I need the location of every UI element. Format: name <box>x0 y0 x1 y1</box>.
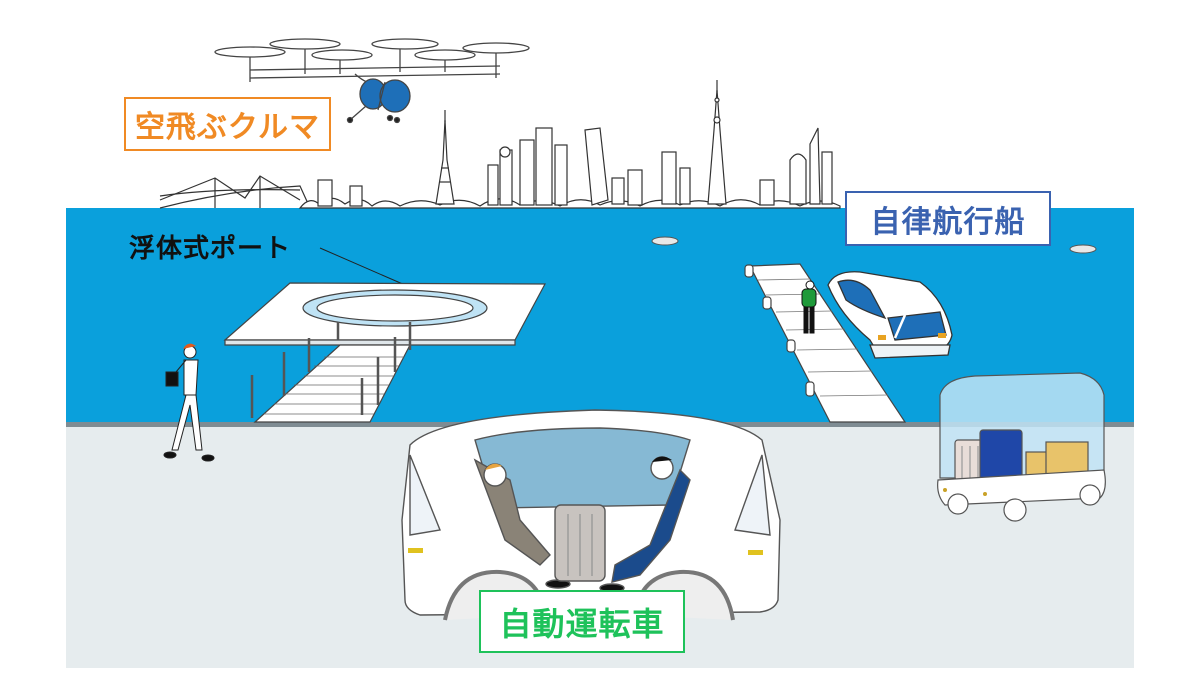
autonomous-car-label: 自動運転車 <box>479 590 685 653</box>
autonomous-ship-icon <box>827 271 953 359</box>
floating-port-label: 浮体式ポート <box>129 234 292 264</box>
autonomous-car-icon <box>401 409 781 621</box>
person-green-jacket-icon <box>801 280 817 334</box>
autonomous-ship-label: 自律航行船 <box>845 191 1051 246</box>
flying-car-drone-icon <box>214 38 530 124</box>
flying-car-label: 空飛ぶクルマ <box>124 97 331 151</box>
luggage-cart-robot-icon <box>937 372 1106 522</box>
tokyo-tower-icon <box>435 110 455 205</box>
rainbow-bridge-icon <box>159 175 311 209</box>
floating-port-platform-icon <box>223 282 547 423</box>
pier-walkway-icon <box>744 263 907 423</box>
distant-boat-icon <box>651 236 1097 254</box>
walking-woman-icon <box>163 343 215 462</box>
port-leader-line <box>319 247 406 286</box>
skytree-icon <box>707 80 727 205</box>
city-skyline <box>159 80 841 209</box>
